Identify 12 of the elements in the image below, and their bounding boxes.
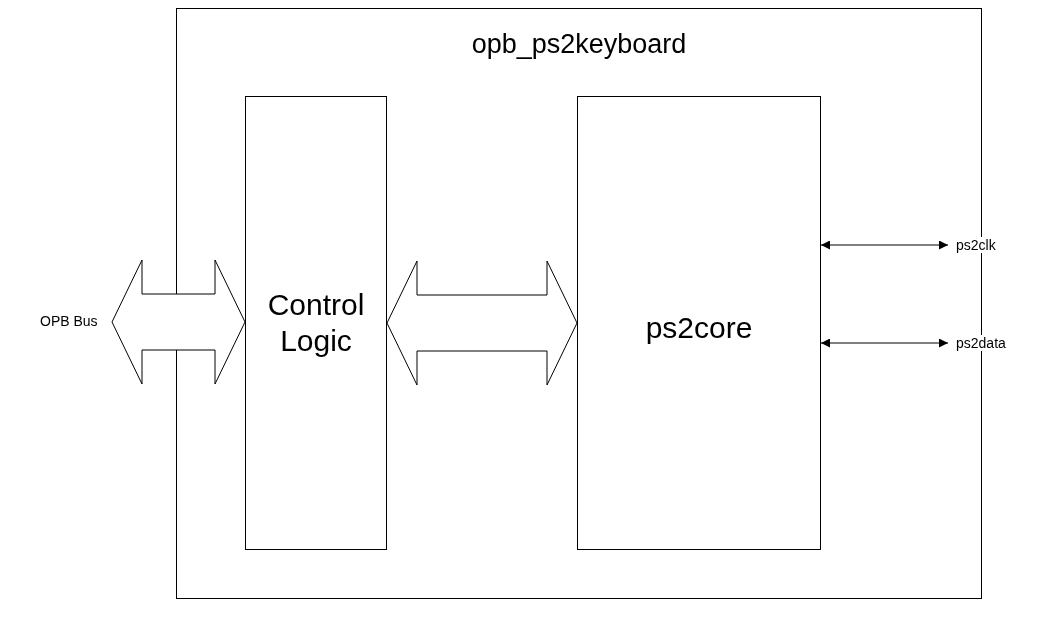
double-block-arrow xyxy=(111,259,246,385)
block-box xyxy=(577,96,821,550)
arrow xyxy=(820,240,949,250)
box-label: Control Logic xyxy=(266,287,366,359)
double-block-arrow xyxy=(386,260,578,386)
box-label: ps2core xyxy=(644,311,754,345)
box-title: opb_ps2keyboard xyxy=(470,29,688,60)
signal-label: ps2clk xyxy=(954,237,998,253)
block-box xyxy=(245,96,387,550)
signal-label: ps2data xyxy=(954,335,1008,351)
bus-label: OPB Bus xyxy=(38,313,100,329)
arrow xyxy=(820,338,949,348)
